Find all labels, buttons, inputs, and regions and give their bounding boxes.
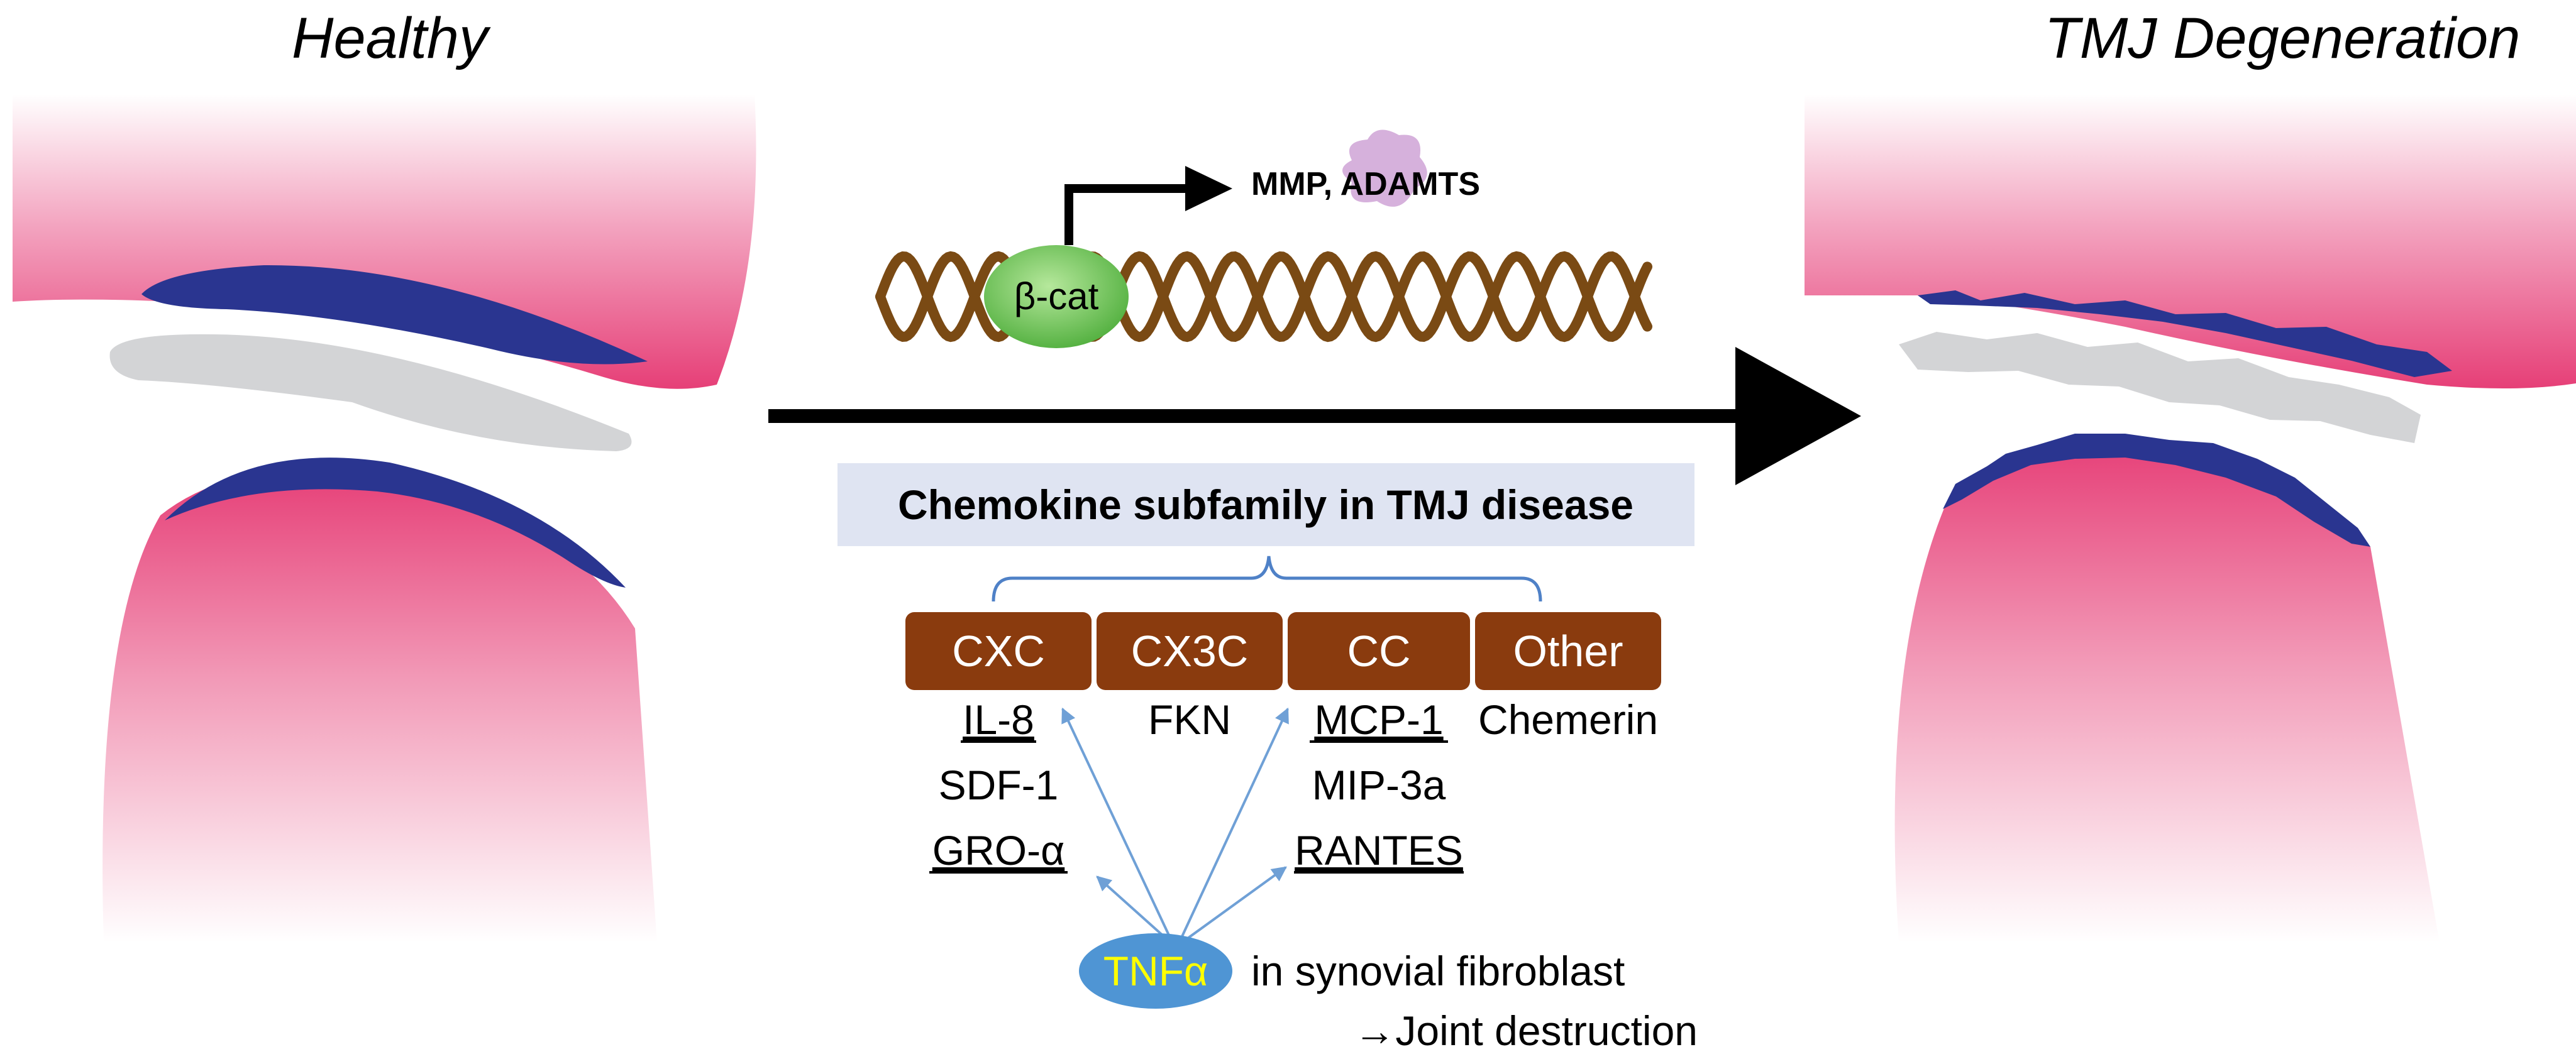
subfamily-cx3c-label: CX3C <box>1131 627 1249 676</box>
tnf-arrow-il8 <box>1061 707 1171 937</box>
subfamily-bracket <box>992 556 1542 602</box>
member-gro-alpha: GRO-α <box>932 827 1064 874</box>
tnf-arrow-gro <box>1096 875 1171 943</box>
healthy-upper-cartilage <box>141 265 648 365</box>
protease-blob <box>1342 129 1427 207</box>
products-label: MMP, ADAMTS <box>1251 166 1480 202</box>
degenerated-upper-bone <box>1805 94 2576 389</box>
member-chemerin: Chemerin <box>1478 696 1658 743</box>
tnf-arrows <box>1061 707 1289 943</box>
member-rantes: RANTES <box>1295 827 1463 874</box>
subfamily-box-cxc <box>905 612 1092 690</box>
member-sdf1: SDF-1 <box>939 762 1059 808</box>
bcat-protein <box>984 245 1129 348</box>
transcription-arrow <box>1064 166 1232 245</box>
subfamily-box-other <box>1475 612 1661 690</box>
subfamily-cc-label: CC <box>1347 627 1410 676</box>
subfamily-boxes <box>905 612 1661 690</box>
tnf-arrow-rantes <box>1182 866 1287 943</box>
member-fkn: FKN <box>1148 696 1231 743</box>
degenerated-joint <box>1805 94 2576 943</box>
chemokine-header-box <box>837 463 1694 546</box>
member-mcp1: MCP-1 <box>1314 696 1443 743</box>
healthy-upper-bone <box>13 94 756 389</box>
subfamily-box-cc <box>1288 612 1470 690</box>
bcat-label: β-cat <box>1014 275 1099 317</box>
progression-arrow <box>768 347 1861 485</box>
tnf-label: TNFα <box>1103 948 1208 994</box>
member-mip3a: MIP-3a <box>1312 762 1446 808</box>
subfamily-other-label: Other <box>1513 627 1623 676</box>
subfamily-cxc-label: CXC <box>952 627 1045 676</box>
healthy-lower-cartilage <box>165 458 626 588</box>
degenerated-lower-bone <box>1894 439 2440 943</box>
tnf-line1: in synovial fibroblast <box>1251 948 1625 994</box>
healthy-disc <box>109 334 632 451</box>
tnf-line2: →Joint destruction <box>1354 1007 1698 1054</box>
subfamily-box-cx3c <box>1097 612 1283 690</box>
healthy-joint <box>13 94 756 943</box>
degenerated-upper-cartilage <box>1918 290 2452 377</box>
healthy-lower-bone <box>102 469 657 943</box>
chemokine-header: Chemokine subfamily in TMJ disease <box>898 481 1633 528</box>
degenerated-lower-cartilage <box>1943 434 2370 547</box>
member-il8: IL-8 <box>963 696 1034 743</box>
tnf-arrow-mcp1 <box>1181 707 1289 937</box>
degenerated-disc <box>1899 332 2421 443</box>
healthy-title: Healthy <box>292 6 491 70</box>
tnf-ellipse <box>1079 933 1232 1009</box>
degeneration-title: TMJ Degeneration <box>2045 6 2521 70</box>
